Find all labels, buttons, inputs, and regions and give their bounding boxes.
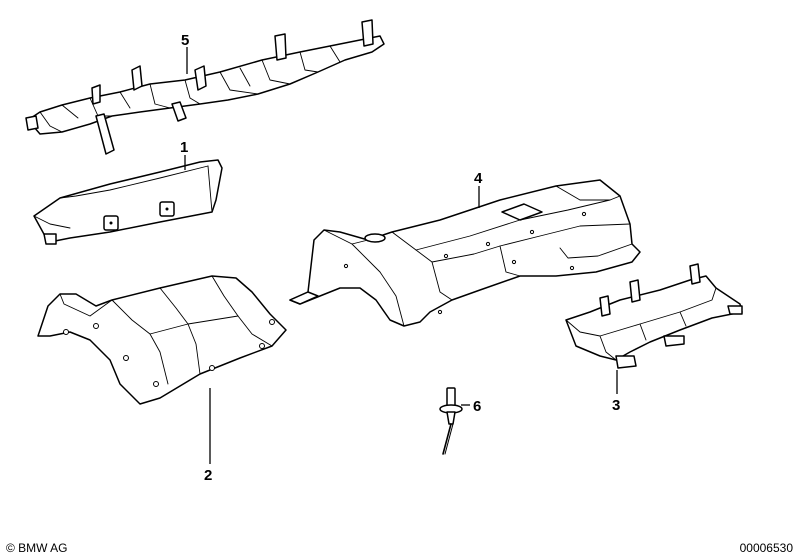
callout-6: 6 <box>473 398 481 415</box>
part-6-blind-rivet[interactable] <box>439 387 463 455</box>
copyright-label: © BMW AG <box>6 541 68 555</box>
part-2-tunnel-insulation[interactable] <box>37 275 287 405</box>
document-number: 00006530 <box>739 541 793 555</box>
part-4-tunnel-reinforcement[interactable] <box>289 179 641 327</box>
leader-lines <box>184 47 618 464</box>
callout-1: 1 <box>180 139 188 156</box>
callout-5: 5 <box>181 32 189 49</box>
callout-4: 4 <box>474 170 483 187</box>
callout-3: 3 <box>612 397 620 414</box>
part-5-carrier-bracket[interactable] <box>25 19 385 155</box>
part-3-bracket[interactable] <box>565 263 743 369</box>
callout-2: 2 <box>204 467 212 484</box>
part-1-cover[interactable] <box>33 159 223 245</box>
